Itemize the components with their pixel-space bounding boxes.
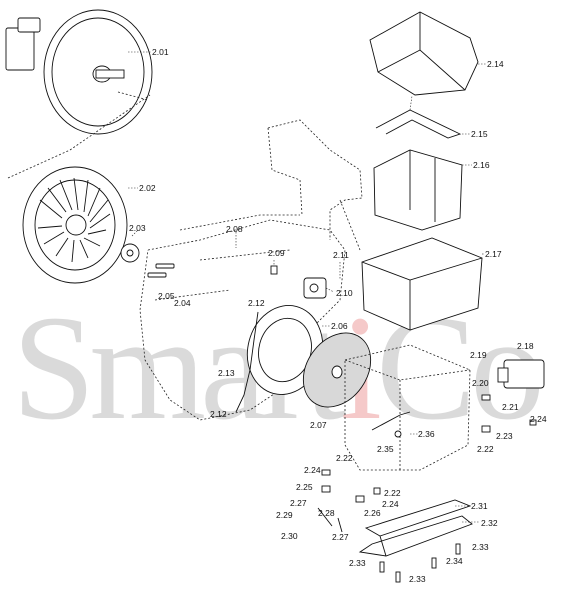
label-2-11: 2.11 bbox=[333, 250, 349, 260]
leader-lines bbox=[131, 63, 486, 523]
label-2-32: 2.32 bbox=[481, 518, 498, 528]
label-2-18: 2.18 bbox=[517, 341, 534, 351]
label-2-14: 2.14 bbox=[487, 59, 504, 69]
label-2-20: 2.20 bbox=[472, 378, 489, 388]
impeller bbox=[22, 166, 138, 284]
fan-housing bbox=[139, 119, 363, 421]
label-2-10: 2.10 bbox=[336, 288, 353, 298]
label-2-24-mid: 2.24 bbox=[382, 499, 399, 509]
label-2-26: 2.26 bbox=[364, 508, 381, 518]
label-2-08: 2.08 bbox=[226, 224, 243, 234]
label-2-35: 2.35 bbox=[377, 444, 394, 454]
label-2-24-right: 2.24 bbox=[530, 414, 547, 424]
hub bbox=[120, 243, 140, 263]
label-2-24-left: 2.24 bbox=[304, 465, 321, 475]
label-2-19: 2.19 bbox=[470, 350, 487, 360]
label-2-22-mid: 2.22 bbox=[384, 488, 401, 498]
bracket bbox=[375, 109, 462, 139]
label-2-09: 2.09 bbox=[268, 248, 285, 258]
lower-housing bbox=[344, 344, 471, 471]
label-2-16: 2.16 bbox=[473, 160, 490, 170]
grille bbox=[302, 332, 372, 408]
motor-assembly bbox=[5, 9, 153, 135]
filter-insert bbox=[373, 149, 463, 231]
part-labels: 2.01 2.02 2.03 2.04 2.05 2.06 2.07 2.08 … bbox=[129, 47, 547, 584]
label-2-17: 2.17 bbox=[485, 249, 502, 259]
label-2-15: 2.15 bbox=[471, 129, 488, 139]
pin-2-36 bbox=[394, 430, 402, 438]
label-2-06: 2.06 bbox=[331, 321, 348, 331]
label-2-01: 2.01 bbox=[152, 47, 169, 57]
screws-2-04-2-05 bbox=[147, 263, 175, 278]
label-2-02: 2.02 bbox=[139, 183, 156, 193]
label-2-25: 2.25 bbox=[296, 482, 313, 492]
label-2-05: 2.05 bbox=[158, 291, 175, 301]
top-cover bbox=[369, 11, 479, 96]
label-2-30: 2.30 bbox=[281, 531, 298, 541]
label-2-33-right: 2.33 bbox=[472, 542, 489, 552]
fitting-2-09 bbox=[270, 265, 278, 275]
label-2-03: 2.03 bbox=[129, 223, 146, 233]
label-2-27-top: 2.27 bbox=[290, 498, 307, 508]
label-2-23: 2.23 bbox=[496, 431, 513, 441]
label-2-36: 2.36 bbox=[418, 429, 435, 439]
label-2-22-right: 2.22 bbox=[477, 444, 494, 454]
label-2-31: 2.31 bbox=[471, 501, 488, 511]
label-2-33-bottom: 2.33 bbox=[409, 574, 426, 584]
label-2-22-left: 2.22 bbox=[336, 453, 353, 463]
label-2-13: 2.13 bbox=[218, 368, 235, 378]
label-2-21: 2.21 bbox=[502, 402, 519, 412]
lower-hardware bbox=[317, 394, 537, 533]
label-2-33-left: 2.33 bbox=[349, 558, 366, 568]
label-2-28: 2.28 bbox=[318, 508, 335, 518]
lever bbox=[371, 411, 411, 431]
label-2-12-top: 2.12 bbox=[248, 298, 265, 308]
label-2-29: 2.29 bbox=[276, 510, 293, 520]
sensor-box bbox=[303, 277, 327, 299]
base-plates bbox=[358, 499, 473, 583]
filter-box bbox=[361, 237, 483, 331]
label-2-34: 2.34 bbox=[446, 556, 463, 566]
tube bbox=[235, 311, 259, 413]
label-2-07: 2.07 bbox=[310, 420, 327, 430]
label-2-04: 2.04 bbox=[174, 298, 191, 308]
drive-motor bbox=[497, 359, 545, 389]
label-2-12-bottom: 2.12 bbox=[210, 409, 227, 419]
label-2-27-bottom: 2.27 bbox=[332, 532, 349, 542]
